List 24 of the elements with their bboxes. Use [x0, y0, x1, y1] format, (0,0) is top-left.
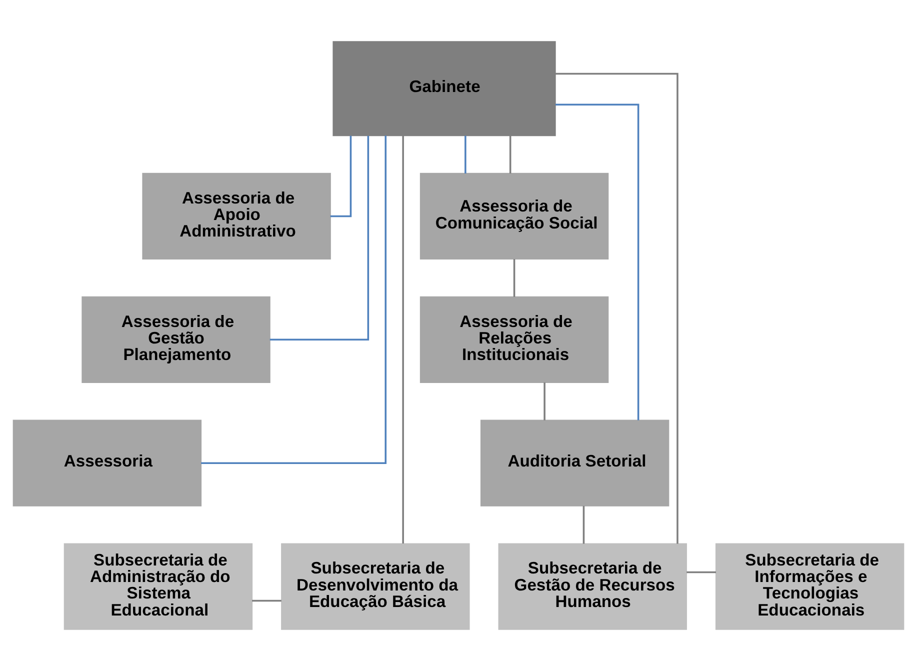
node-box: Gabinete [332, 41, 556, 136]
connector [464, 136, 466, 174]
node-box: Assessoria de Gestão Planejamento [82, 296, 270, 383]
node-box: Subsecretaria de Administração do Sistema Educacional [64, 543, 253, 630]
node-box: Subsecretaria de Gestão de Recursos Humanos [498, 543, 687, 630]
connector [686, 571, 716, 574]
connector [555, 104, 640, 420]
connector [555, 72, 678, 544]
node-box: Subsecretaria de Desenvolvimento da Educação Básica [281, 543, 470, 630]
connector [513, 259, 516, 297]
node-box: Assessoria de Comunicação Social [420, 172, 609, 260]
node-box: Subsecretaria de Informações e Tecnologias Educacionais [715, 543, 904, 630]
connector [582, 506, 585, 544]
connector [252, 600, 282, 602]
connector [402, 136, 404, 544]
connector [544, 382, 546, 420]
node-box: Assessoria [12, 420, 202, 506]
connector [330, 136, 352, 218]
node-box: Assessoria de Relações Institucionais [420, 296, 609, 383]
connector [509, 136, 512, 174]
connector [270, 136, 370, 341]
node-box: Auditoria Setorial [480, 420, 670, 506]
connector [201, 136, 387, 464]
node-box: Assessoria de Apoio Administrativo [142, 172, 331, 260]
